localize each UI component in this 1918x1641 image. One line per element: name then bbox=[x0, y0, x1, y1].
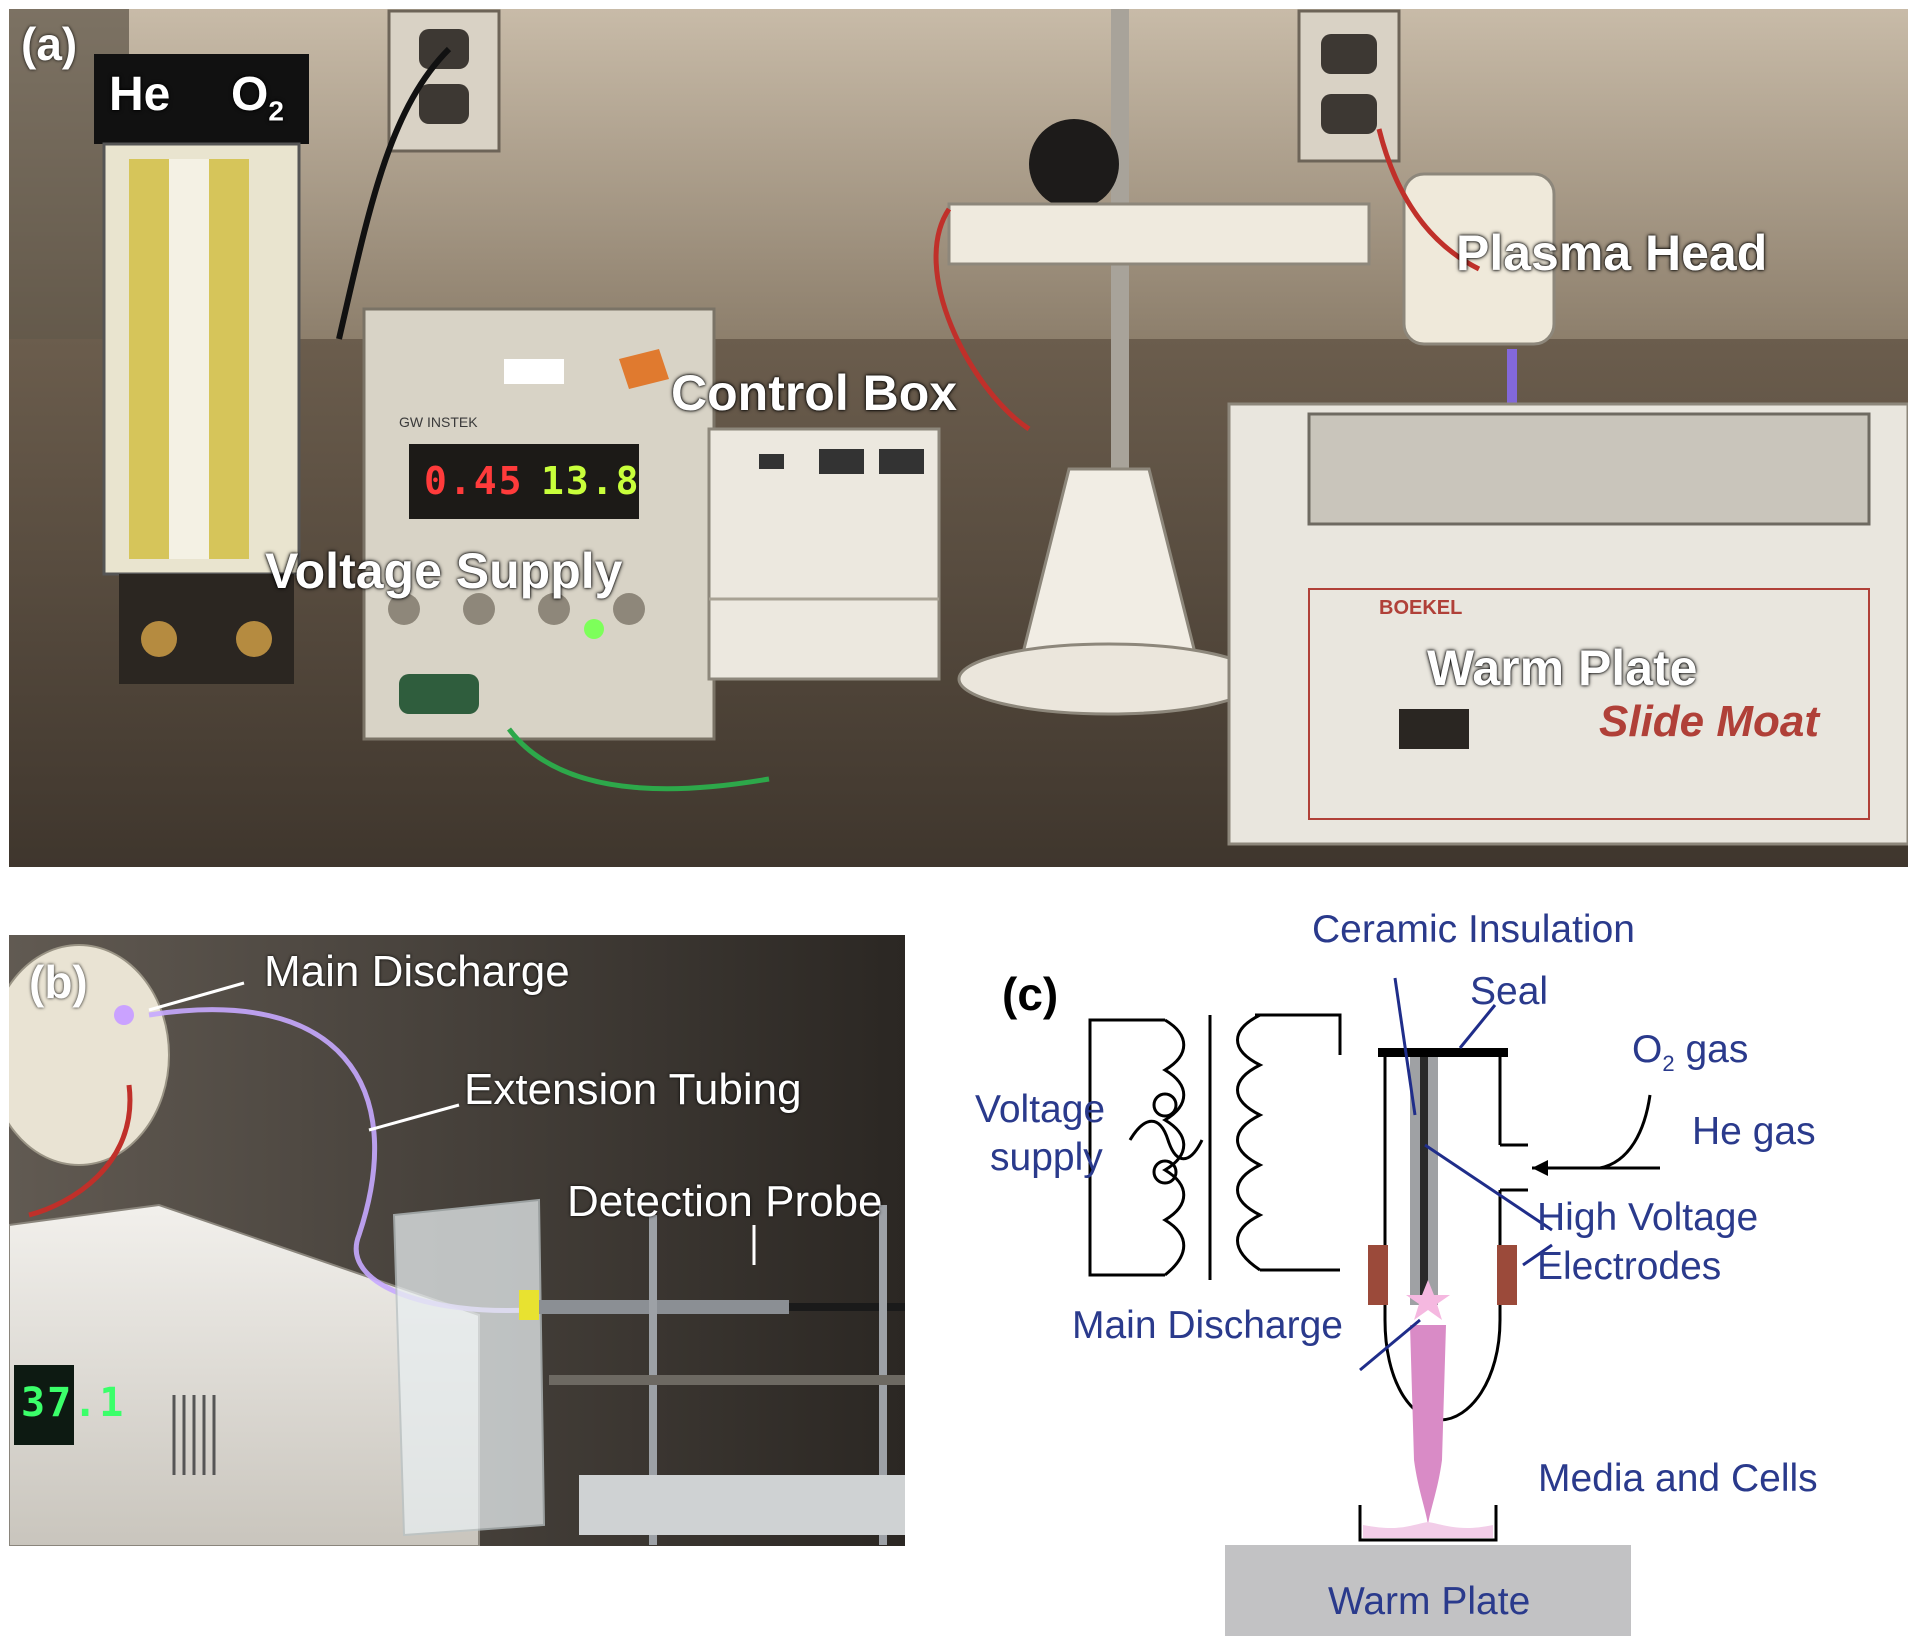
panel-c-tag: (c) bbox=[1002, 968, 1059, 1020]
plasma-head-label: Plasma Head bbox=[1456, 225, 1768, 281]
panel-b-scene bbox=[9, 935, 905, 1546]
o2-gas-o: O bbox=[1632, 1028, 1663, 1071]
voltage-label: Voltage bbox=[975, 1088, 1106, 1131]
o2-label-o: O bbox=[231, 68, 269, 121]
panel-b-photo: (b) Main Discharge Extension Tubing Dete… bbox=[9, 935, 905, 1546]
plasma-schematic bbox=[1088, 977, 1660, 1636]
plate-brand: BOEKEL bbox=[1379, 597, 1463, 619]
panel-b-tag: (b) bbox=[29, 956, 88, 1008]
o2-gas-label: O2 gas bbox=[1632, 1028, 1748, 1077]
he-gas-label: He gas bbox=[1692, 1110, 1816, 1153]
plate-model: Slide Moat bbox=[1599, 697, 1820, 746]
supply-brand: GW INSTEK bbox=[399, 414, 478, 430]
ceramic-insulation-label: Ceramic Insulation bbox=[1312, 908, 1635, 951]
electrodes-label: Electrodes bbox=[1537, 1245, 1722, 1288]
o2-gas-sub: 2 bbox=[1662, 1050, 1675, 1076]
media-and-cells-label: Media and Cells bbox=[1538, 1457, 1818, 1500]
supply-label: supply bbox=[990, 1136, 1103, 1179]
control-box-label: Control Box bbox=[671, 365, 958, 421]
panel-a-tag: (a) bbox=[21, 18, 78, 70]
seal-label: Seal bbox=[1470, 970, 1549, 1013]
temperature-readout: 37.1 bbox=[21, 1380, 126, 1426]
warm-plate-label: Warm Plate bbox=[1427, 640, 1698, 696]
detection-probe-label: Detection Probe bbox=[567, 1177, 883, 1226]
o2-gas-text: gas bbox=[1685, 1028, 1749, 1071]
voltage-readout: 13.8 bbox=[541, 459, 641, 503]
warm-plate-label-c: Warm Plate bbox=[1328, 1580, 1531, 1623]
o2-label-sub: 2 bbox=[268, 95, 284, 127]
panel-c-schematic: (c) Ceramic Insulation Seal O2 gas He ga… bbox=[940, 900, 1918, 1636]
current-readout: 0.45 bbox=[424, 459, 524, 503]
main-discharge-label-c: Main Discharge bbox=[1072, 1304, 1343, 1347]
panel-a-photo: (a) He O2 Plasma Head Control Box Voltag… bbox=[9, 9, 1908, 867]
extension-tubing-label: Extension Tubing bbox=[464, 1065, 802, 1114]
voltage-supply-label: Voltage Supply bbox=[265, 543, 623, 599]
he-label: He bbox=[109, 68, 171, 121]
main-discharge-label-b: Main Discharge bbox=[264, 947, 570, 996]
high-voltage-label: High Voltage bbox=[1537, 1196, 1759, 1239]
panel-a-scene bbox=[9, 9, 1908, 867]
o2-label: O2 bbox=[231, 67, 284, 128]
